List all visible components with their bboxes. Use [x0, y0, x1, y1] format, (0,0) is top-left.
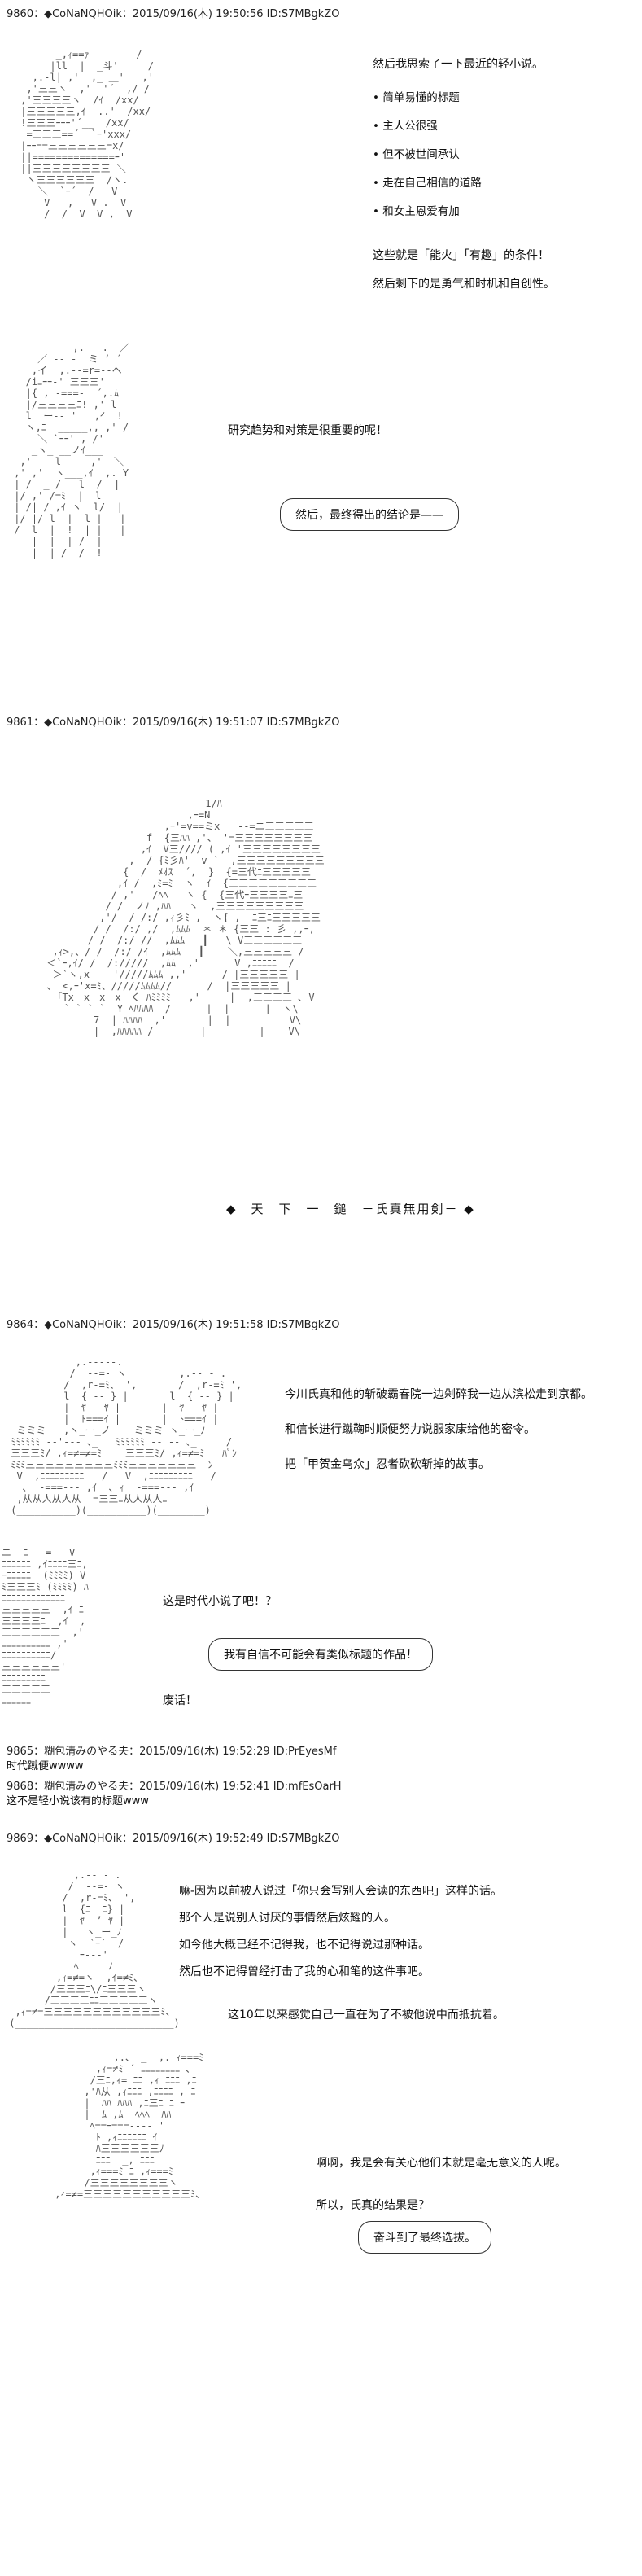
- text-line: 今川氏真和他的斩破霸春院一边剁碎我一边从滨松走到京都。: [285, 1388, 592, 1401]
- speech-bubble: 奋斗到了最终选拔。: [358, 2221, 491, 2254]
- post-header-9860: 9860：◆CoNaNQHOik：2015/09/16(木) 19:50:56 …: [7, 8, 340, 20]
- post-header-9868: 9868：糊包淸みのやる夫：2015/09/16(木) 19:52:41 ID:…: [7, 1781, 342, 1793]
- text-line: 啊啊，我是会有关心他们未就是毫无意义的人呢。: [316, 2157, 566, 2170]
- text-line: 这10年以来感觉自己一直在为了不被他说中而抵抗着。: [228, 2009, 504, 2022]
- text-line: 然后我思索了一下最近的轻小说。: [373, 58, 544, 71]
- text-line: 那个人是说别人讨厌的事情然后炫耀的人。: [179, 1912, 395, 1925]
- text-line: 这是时代小说了吧！？: [163, 1595, 277, 1608]
- reply-text: 这不是轻小说该有的标题www: [7, 1795, 149, 1807]
- speech-bubble: 我有自信不可能会有类似标题的作品！: [208, 1638, 433, 1671]
- text-line: 如今他大概已经不记得我，也不记得说过那种话。: [179, 1939, 430, 1952]
- text-line: 所以，氏真的结果是？: [316, 2199, 430, 2212]
- bullet-item: • 但不被世间承认: [373, 148, 460, 161]
- post-header-9869: 9869：◆CoNaNQHOik：2015/09/16(木) 19:52:49 …: [7, 1833, 340, 1845]
- ascii-art-crowd-scene: ,.-‐‐‐‐. / ‐‐=‐ ヽ ,.-‐ ‐ . / ,r‐=ﾐ、 ', /…: [11, 1356, 242, 1516]
- post-header-9865: 9865：糊包淸みのやる夫：2015/09/16(木) 19:52:29 ID:…: [7, 1746, 337, 1758]
- text-line: 这些就是「能火」「有趣」的条件！: [373, 249, 549, 262]
- text-line: 然后也不记得曾经打击了我的心和笔的这件事吧。: [179, 1965, 430, 1978]
- bullet-item: • 主人公很强: [373, 120, 438, 133]
- ascii-art-shouting-figure: ニ ﾆ ‐=-‐‐V ‐ ﾆﾆﾆﾆﾆﾆ ,ｲﾆﾆﾆﾆ三ﾆ, ｰﾆﾆﾆﾆﾆ (ﾐﾐ…: [2, 1547, 89, 1706]
- bullet-item: • 走在自己相信的道路: [373, 177, 482, 190]
- text-line: 嘛-因为以前被人说过「你只会写别人会读的东西吧」这样的话。: [179, 1885, 503, 1898]
- ascii-art-lone-figure: ,.-‐ ‐ . / ‐‐=‐ ヽ / ,r‐=ﾐ、 ', l {ﾆ ﾆ} | …: [9, 1869, 180, 2029]
- text-line: 然后剩下的是勇气和时机和自创性。: [373, 278, 555, 291]
- post-header-9864: 9864：◆CoNaNQHOik：2015/09/16(木) 19:51:58 …: [7, 1319, 340, 1331]
- ascii-art-thinking-figure: ___,.-‐ . ／ ／ -‐ ‐ ミ ’ ´ ,イ ,.-‐=r=-‐ヘ /…: [14, 342, 130, 559]
- text-line: 和信长进行蹴鞠时顺便努力说服家康给他的密令。: [285, 1423, 535, 1436]
- speech-bubble: 然后，最终得出的结论是——: [280, 498, 459, 531]
- post-header-9861: 9861：◆CoNaNQHOik：2015/09/16(木) 19:51:07 …: [7, 716, 340, 729]
- bullet-item: • 简单易懂的标题: [373, 91, 460, 104]
- ascii-art-reading-figure: _,ｨ==ｧ / |ll | _斗' / ,.-l| ,' ,_ ＿' ,' ,…: [20, 49, 154, 220]
- text-line: 把「甲贺金乌众」忍者砍砍斩掉的故事。: [285, 1458, 490, 1471]
- reply-text: 时代蹴便wwww: [7, 1760, 84, 1772]
- text-line: 废话！: [163, 1694, 197, 1707]
- bullet-item: • 和女主恩爱有加: [373, 205, 460, 218]
- ascii-art-kneeling-figure: ,.、 _ ,. ｨ===ﾐ ,ｨ=≠ﾐ ´ ﾆﾆﾆﾆﾆﾆﾆﾆ ､ /三ﾆ,ｨ=…: [55, 2052, 208, 2211]
- text-line: 研究趋势和对策是很重要的呢！: [228, 424, 387, 437]
- section-separator: ◆ 天 下 一 鎚 －氏真無用剣－ ◆: [226, 1202, 475, 1216]
- ascii-art-duel-scene: 1/ﾊ ,ｰ=N ,ｰ'=v==ミx -‐=ニ三三三三三 f {三ﾊﾊ ,'、 …: [46, 798, 325, 1037]
